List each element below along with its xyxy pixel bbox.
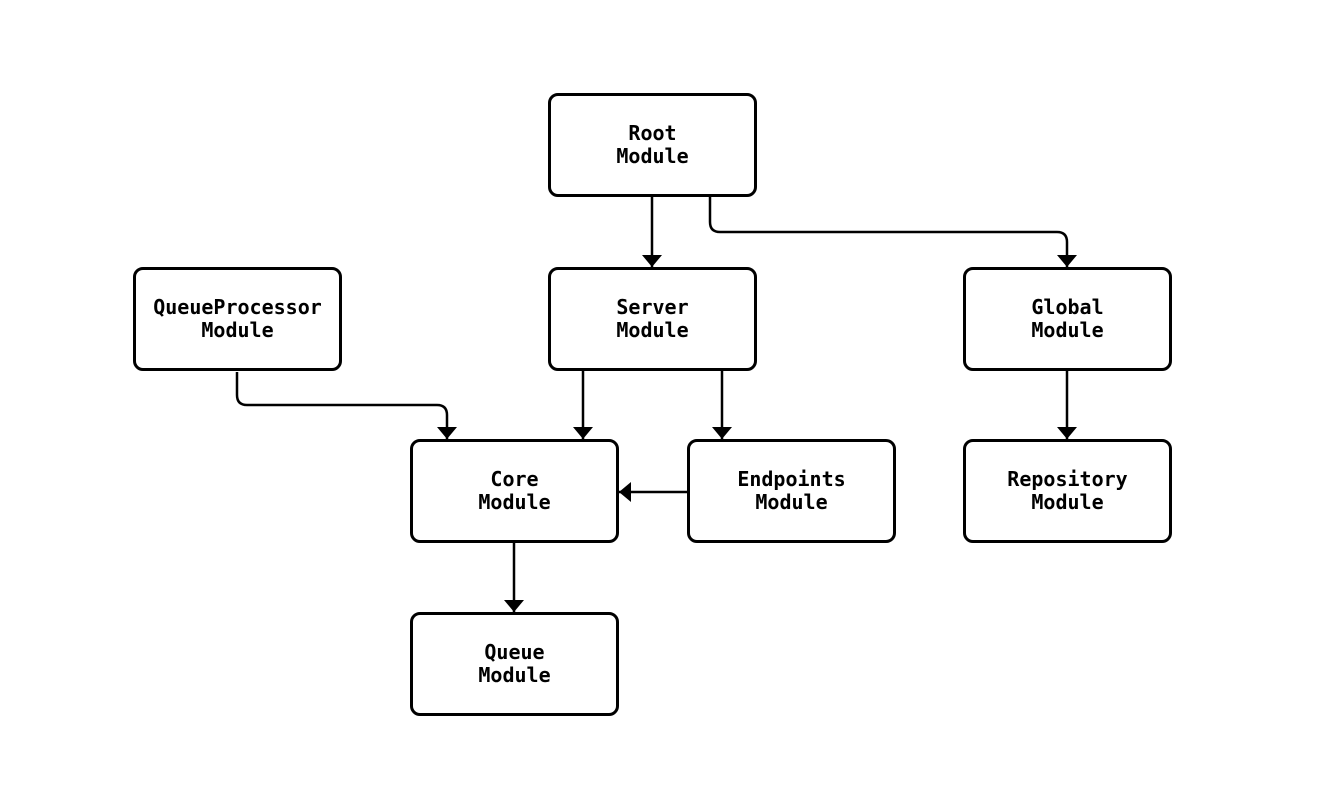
node-root-module: Root Module <box>548 93 757 197</box>
node-core-module: Core Module <box>410 439 619 543</box>
node-root-module-label: Root Module <box>616 121 689 168</box>
node-queueprocessor-module: QueueProcessor Module <box>133 267 342 371</box>
edge-root-to-global-arrow <box>708 197 1077 267</box>
node-server-module-label: Server Module <box>616 295 689 342</box>
node-endpoints-module-label: Endpoints Module <box>737 467 846 514</box>
node-queueprocessor-module-label: QueueProcessor Module <box>153 295 322 342</box>
node-global-module: Global Module <box>963 267 1172 371</box>
node-core-module-label: Core Module <box>478 467 551 514</box>
node-repository-module-label: Repository Module <box>1007 467 1128 514</box>
edge-queueprocessor-to-core-arrow <box>235 372 457 439</box>
node-endpoints-module: Endpoints Module <box>687 439 896 543</box>
node-server-module: Server Module <box>548 267 757 371</box>
node-queue-module-label: Queue Module <box>478 640 551 687</box>
node-queue-module: Queue Module <box>410 612 619 716</box>
node-repository-module: Repository Module <box>963 439 1172 543</box>
node-global-module-label: Global Module <box>1031 295 1104 342</box>
